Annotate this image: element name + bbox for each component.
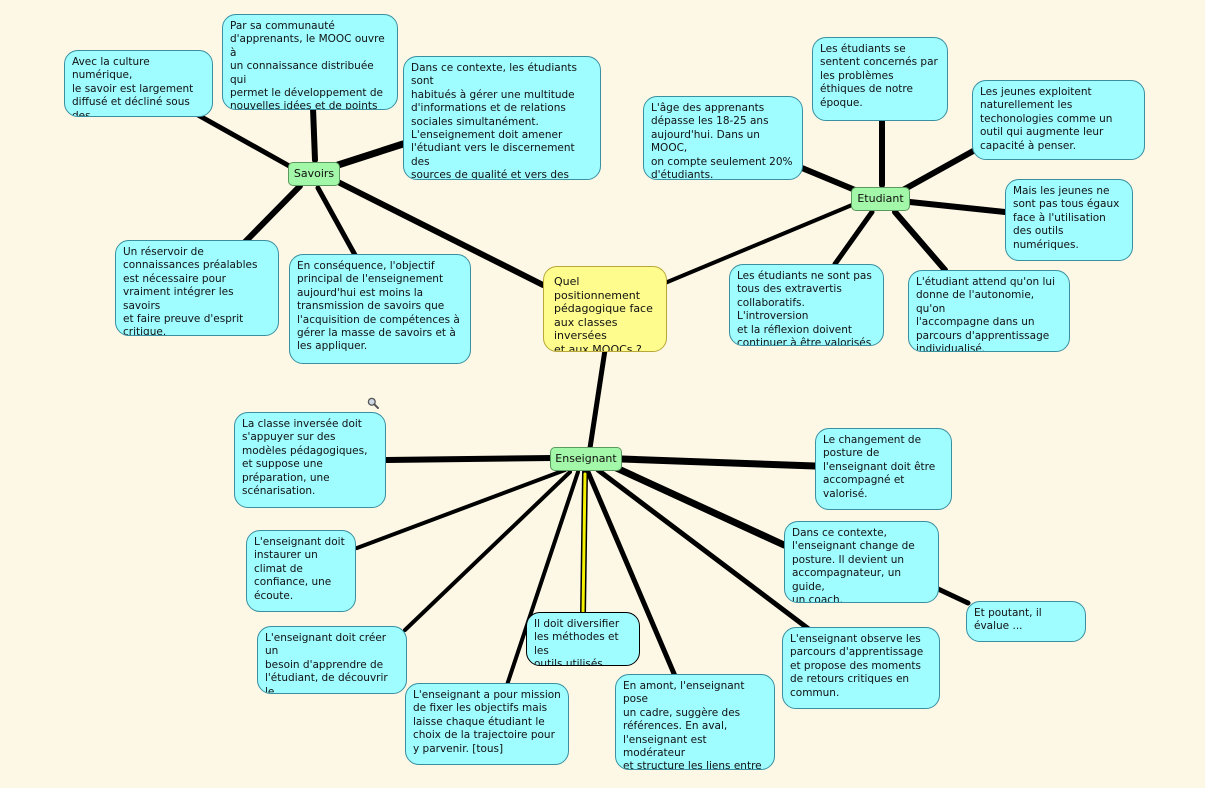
leaf-etudiant-ethiques[interactable]: Les étudiants se sentent concernés par l… [812,37,948,121]
leaf-savoirs-culture[interactable]: Avec la culture numérique, le savoir est… [64,50,213,117]
link-enseignant-besoin [403,470,572,632]
leaf-enseignant-besoin[interactable]: L'enseignant doit créer un besoin d'appr… [257,626,407,694]
link-enseignant-classe [383,455,555,463]
leaf-etudiant-egaux[interactable]: Mais les jeunes ne sont pas tous égaux f… [1005,179,1133,261]
leaf-savoirs-reservoir[interactable]: Un réservoir de connaissances préalables… [115,240,279,336]
leaf-enseignant-mission[interactable]: L'enseignant a pour mission de fixer les… [405,683,569,765]
leaf-enseignant-observe[interactable]: L'enseignant observe les parcours d'appr… [782,627,940,709]
leaf-enseignant-evalue[interactable]: Et poutant, il évalue ... [966,601,1086,642]
leaf-etudiant-age[interactable]: L'âge des apprenants dépasse les 18-25 a… [643,96,803,180]
link-enseignant-observe [595,467,813,633]
link-savoirs-communaute [310,105,318,163]
leaf-savoirs-communaute[interactable]: Par sa communauté d'apprenants, le MOOC … [222,14,398,110]
link-savoirs-consequence [315,185,358,258]
link-savoirs-culture [195,112,303,175]
link-enseignant-amont [585,469,678,679]
link-posture-evalue [933,585,971,606]
link-etudiant-age [799,165,858,193]
branch-enseignant[interactable]: Enseignant [550,447,622,471]
leaf-savoirs-consequence[interactable]: En conséquence, l'objectif principal de … [289,254,471,364]
leaf-enseignant-amont[interactable]: En amont, l'enseignant pose un cadre, su… [615,674,775,770]
link-etudiant-autonomie [892,209,948,273]
branch-etudiant[interactable]: Etudiant [851,187,910,211]
link-enseignant-diversifier-highlight [581,472,587,616]
link-savoirs-contexte [334,140,407,169]
link-enseignant-changement [618,455,819,470]
leaf-etudiant-jeunes[interactable]: Les jeunes exploitent naturellement les … [972,80,1145,160]
link-root-etudiant [663,203,854,285]
leaf-etudiant-extravertis[interactable]: Les étudiants ne sont pas tous des extra… [729,264,884,346]
leaf-savoirs-contexte[interactable]: Dans ce contexte, les étudiants sont hab… [403,56,601,180]
leaf-etudiant-autonomie[interactable]: L'étudiant attend qu'on lui donne de l'a… [908,270,1070,352]
leaf-enseignant-diversifier[interactable]: Il doit diversifier les méthodes et les … [526,612,640,666]
leaf-enseignant-changement[interactable]: Le changement de posture de l'enseignant… [815,428,952,510]
link-etudiant-extravertis [832,209,875,267]
link-etudiant-egaux [907,199,1008,215]
link-enseignant-mission [505,470,580,687]
link-enseignant-climat [355,468,567,550]
branch-savoirs[interactable]: Savoirs [288,162,340,186]
link-root-savoirs [335,179,546,288]
root-question-node[interactable]: Quel positionnement pédagogique face aux… [543,266,667,352]
leaf-enseignant-climat[interactable]: L'enseignant doit instaurer un climat de… [246,530,356,612]
link-etudiant-jeunes [900,147,978,193]
magnifier-icon[interactable] [367,397,379,409]
link-savoirs-reservoir [242,183,303,245]
leaf-enseignant-classe[interactable]: La classe inversée doit s'appuyer sur de… [234,412,386,508]
link-enseignant-posture [608,462,788,549]
leaf-enseignant-posture[interactable]: Dans ce contexte, l'enseignant change de… [784,521,939,603]
link-root-enseignant [587,347,608,451]
